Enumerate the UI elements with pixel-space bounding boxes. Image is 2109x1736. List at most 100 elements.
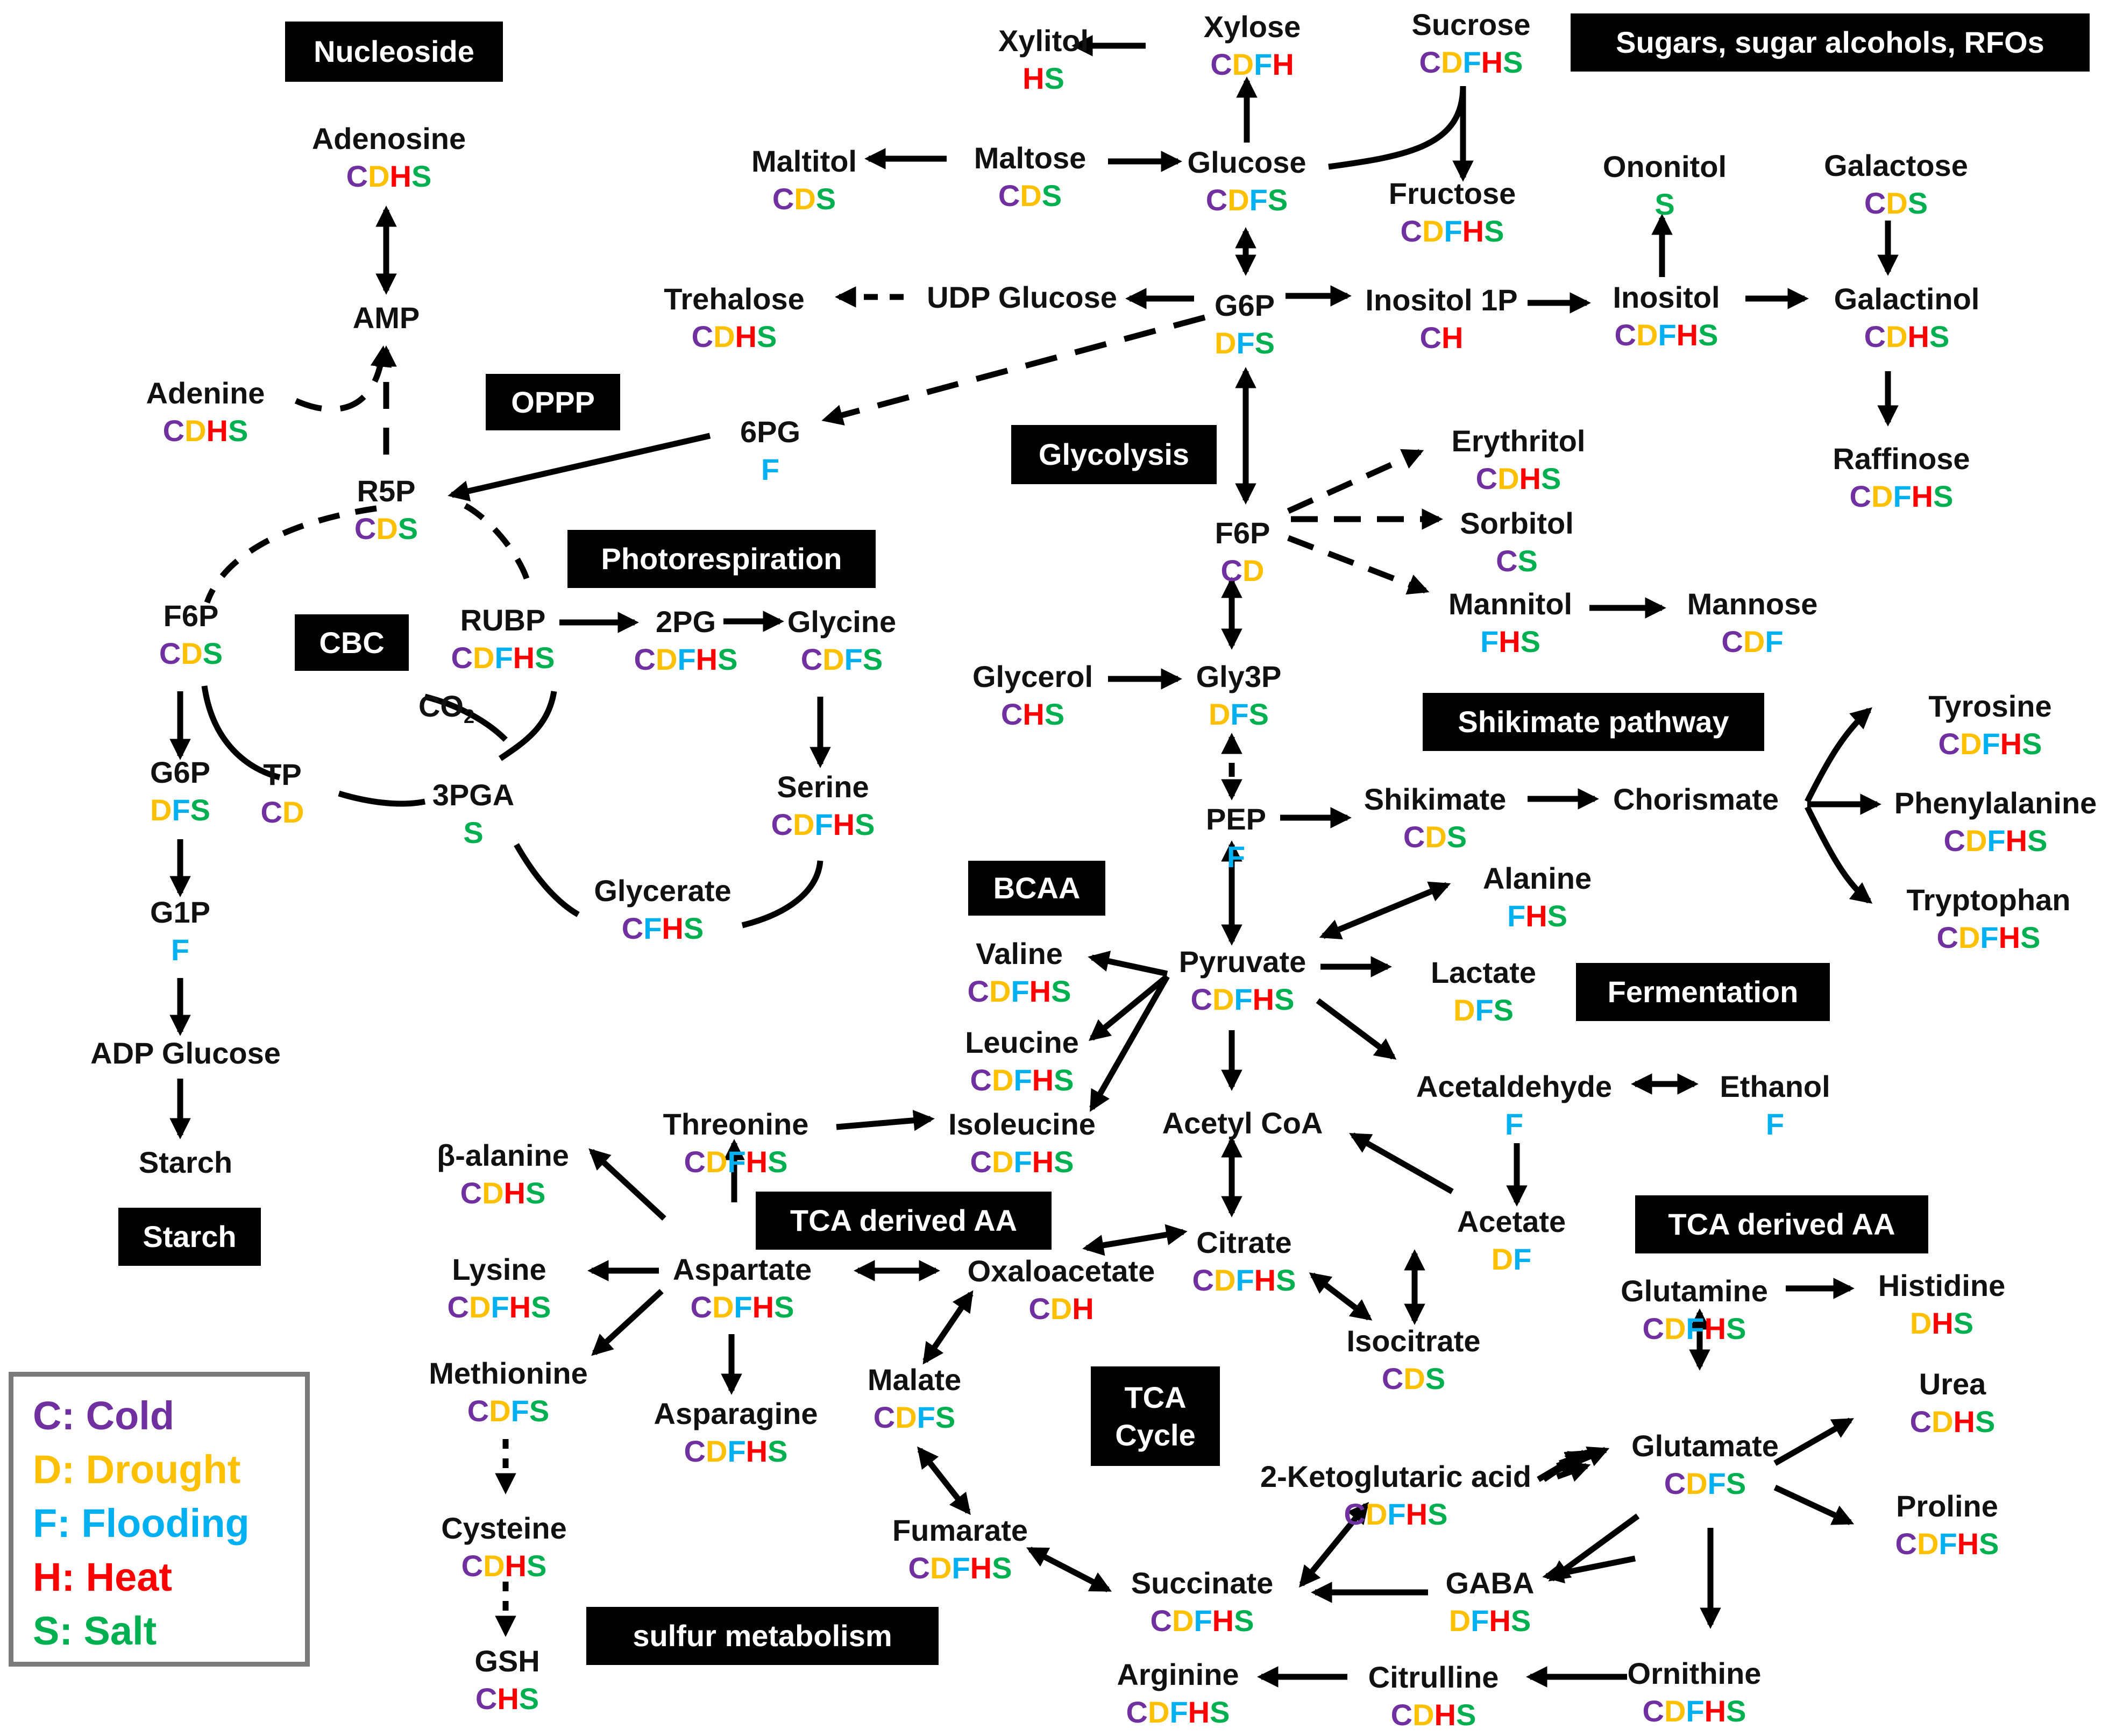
stress-code-H: H xyxy=(735,320,757,353)
stress-code-C: C xyxy=(800,642,823,676)
stress-code-F: F xyxy=(171,933,190,967)
metabolite-name: Threonine xyxy=(663,1107,809,1141)
stress-codes: CDF xyxy=(1687,627,1818,657)
stress-code-D: D xyxy=(655,642,678,676)
legend-item-f: F: Flooding xyxy=(33,1501,250,1546)
stress-code-C: C xyxy=(771,807,793,841)
stress-code-H: H xyxy=(503,1176,526,1210)
stress-codes: CDFHS xyxy=(663,1147,809,1177)
stress-codes: CDFHS xyxy=(948,1147,1096,1177)
stress-code-F: F xyxy=(1765,625,1784,658)
stress-code-D: D xyxy=(991,1063,1014,1097)
stress-code-C: C xyxy=(1150,1604,1172,1638)
stress-code-H: H xyxy=(1032,1063,1054,1097)
stress-code-H: H xyxy=(970,1551,992,1585)
stress-code-C: C xyxy=(1390,1698,1413,1732)
metabolite-name: Inositol 1P xyxy=(1365,283,1518,317)
metabolite-name: Cysteine xyxy=(441,1511,567,1545)
stress-code-D: D xyxy=(150,793,172,827)
stress-code-D: D xyxy=(1686,1466,1708,1500)
stress-code-D: D xyxy=(376,512,398,545)
stress-code-F: F xyxy=(1169,1695,1188,1729)
stress-code-F: F xyxy=(1707,1466,1726,1500)
stress-code-S: S xyxy=(1726,1694,1746,1728)
metabolite-name: Fumarate xyxy=(892,1513,1028,1547)
stress-code-C: C xyxy=(1909,1405,1932,1439)
stress-code-D: D xyxy=(1636,318,1658,352)
stress-code-S: S xyxy=(529,1394,550,1428)
stress-code-D: D xyxy=(1886,186,1908,220)
stress-code-C: C xyxy=(998,179,1020,212)
stress-code-C: C xyxy=(1943,824,1965,858)
stress-codes: CDFHS xyxy=(1907,923,2071,953)
stress-code-D: D xyxy=(1213,1263,1236,1297)
stress-code-D: D xyxy=(1959,727,1982,761)
stress-code-H: H xyxy=(1188,1695,1210,1729)
metabolite-name: Methionine xyxy=(429,1356,588,1390)
stress-code-F: F xyxy=(1011,974,1029,1008)
stress-code-D: D xyxy=(1425,820,1447,854)
stress-code-H: H xyxy=(206,414,228,448)
stress-code-F: F xyxy=(494,641,513,675)
metabolite-name: Isocitrate xyxy=(1346,1324,1481,1358)
stress-code-D: D xyxy=(184,414,207,448)
metabolite-name: Adenosine xyxy=(311,122,466,155)
stress-code-S: S xyxy=(1484,214,1504,248)
stress-codes: CDFHS xyxy=(771,810,875,840)
stress-code-S: S xyxy=(1446,820,1467,854)
stress-code-S: S xyxy=(1054,1145,1074,1179)
stress-code-S: S xyxy=(1520,625,1541,658)
stress-code-D: D xyxy=(705,1145,728,1179)
stress-code-S: S xyxy=(1540,462,1561,495)
stress-code-C: C xyxy=(1028,1292,1050,1326)
metabolite-name: Alanine xyxy=(1482,861,1592,895)
stress-codes: CDFHS xyxy=(654,1436,818,1466)
stress-code-F: F xyxy=(1475,993,1494,1027)
stress-code-F: F xyxy=(1658,318,1677,352)
stress-code-D: D xyxy=(794,182,816,216)
legend-item-d: D: Drought xyxy=(33,1447,241,1492)
metabolite-name: Trehalose xyxy=(664,282,805,316)
metabolite-name: F6P xyxy=(163,599,219,633)
stress-code-F: F xyxy=(1462,45,1481,79)
stress-code-F: F xyxy=(1226,840,1246,874)
stress-code-H: H xyxy=(1932,1306,1954,1340)
metabolite-name: 3PGA xyxy=(432,778,515,812)
stress-code-C: C xyxy=(1864,186,1886,220)
stress-codes: CFHS xyxy=(594,913,731,944)
metabolite-name: Succinate xyxy=(1131,1566,1274,1600)
stress-code-H: H xyxy=(1519,462,1541,495)
stress-codes: CDS xyxy=(974,181,1087,211)
metabolite-name: Maltose xyxy=(974,141,1087,175)
metabolite-name: Ethanol xyxy=(1720,1069,1830,1103)
legend-item-h: H: Heat xyxy=(33,1555,173,1599)
metabolite-name: Histidine xyxy=(1878,1269,2006,1302)
stress-code-C: C xyxy=(260,795,282,829)
metabolite-name: 2PG xyxy=(655,605,716,639)
metabolite-name: Erythritol xyxy=(1451,424,1586,458)
stress-code-H: H xyxy=(2000,727,2022,761)
stress-code-H: H xyxy=(1072,1292,1094,1326)
stress-codes: CDH xyxy=(968,1294,1155,1324)
metabolite-name: RUBP xyxy=(460,603,546,637)
stress-code-S: S xyxy=(1274,982,1295,1016)
